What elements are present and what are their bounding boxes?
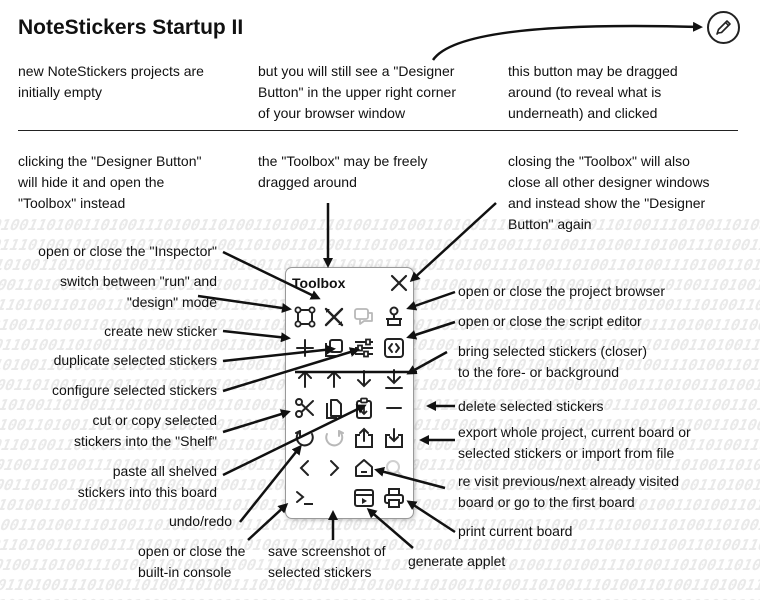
import-icon[interactable] [382,426,406,450]
label-line: to the fore- or background [458,364,620,380]
new-sticker-icon[interactable] [293,336,317,360]
note-intro-designer: but you will still see a "Designer Butto… [258,61,456,124]
label-paste: paste all shelved stickers into this boa… [78,461,217,503]
binary-pattern-row: 0110100111010011010011010011101001101001… [0,216,760,234]
label-duplicate: duplicate selected stickers [53,352,217,368]
paste-icon[interactable] [352,396,376,420]
note-line: dragged around [258,174,357,190]
designer-button[interactable] [707,11,740,44]
note-toolbox-drag: the "Toolbox" may be freely dragged arou… [258,151,427,193]
label-console: open or close the built-in console [138,541,245,583]
binary-pattern-row: 0110100111010011010011010011101001101001… [0,596,760,600]
toolbox-window[interactable]: Toolbox [285,267,414,519]
move-to-bottom-icon[interactable] [382,367,406,391]
label-line: re visit previous/next already visited [458,473,679,489]
print-icon[interactable] [382,486,406,510]
label-undo-redo: undo/redo [168,513,232,529]
move-up-icon[interactable] [293,367,317,391]
note-line: initially empty [18,84,103,100]
note-intro-drag: this button may be dragged around (to re… [508,61,678,124]
console-icon[interactable] [293,486,317,510]
binary-pattern-row: 0110100111010011010011010011101001101001… [0,236,760,254]
delete-icon[interactable] [382,396,406,420]
label-cut-copy: cut or copy selected stickers into the "… [74,410,217,452]
note-line: around (to reveal what is [508,84,662,100]
next-board-icon[interactable] [322,456,346,480]
note-line: will hide it and open the [18,174,165,190]
export-icon[interactable] [352,426,376,450]
note-line: the "Toolbox" may be freely [258,153,428,169]
label-script-editor: open or close the script editor [458,313,642,329]
note-click-designer: clicking the "Designer Button" will hide… [18,151,201,214]
label-line: paste all shelved [112,463,217,479]
label-line: cut or copy selected [92,412,217,428]
label-line: stickers into the "Shelf" [73,433,217,449]
label-line: selected stickers [268,564,372,580]
note-line: and instead show the "Designer [508,195,706,211]
label-line: stickers into this board [77,484,217,500]
label-run-design: switch between "run" and "design" mode [60,271,217,313]
label-print: print current board [458,523,573,539]
search-icon [382,456,406,480]
note-closing-toolbox: closing the "Toolbox" will also close al… [508,151,710,235]
label-bring: bring selected stickers (closer) to the … [458,341,647,383]
note-line: close all other designer windows [508,174,710,190]
close-icon[interactable] [388,272,410,294]
pencil-icon [716,20,731,35]
label-line: built-in console [138,564,232,580]
label-new-sticker: create new sticker [104,323,217,339]
label-line: selected stickers or import from file [458,445,675,461]
move-up-one-icon[interactable] [322,367,346,391]
note-line: but you will still see a "Designer [258,63,455,79]
label-export: export whole project, current board or s… [458,422,691,464]
chat-icon [352,305,376,329]
label-applet: generate applet [408,553,506,569]
cut-icon[interactable] [293,396,317,420]
copy-icon[interactable] [322,396,346,420]
note-line: Button" in the upper right corner [258,84,456,100]
note-intro-empty: new NoteStickers projects are initially … [18,61,204,103]
screenshot-icon[interactable] [322,486,346,510]
binary-pattern-row: 0110100111010011010011010011101001101001… [0,576,760,594]
note-line: Button" again [508,216,592,232]
page-title: NoteStickers Startup II [18,16,244,39]
binary-pattern-row: 0110100111010011010011010011101001101001… [0,256,760,274]
section-divider [18,130,738,131]
note-line: this button may be dragged [508,63,678,79]
note-line: of your browser window [258,105,406,121]
binary-pattern-row: 0110100111010011010011010011101001101001… [0,556,760,574]
move-down-one-icon[interactable] [352,367,376,391]
configure-icon[interactable] [352,336,376,360]
label-line: board or go to the first board [458,494,635,510]
label-line: save screenshot of [268,543,386,559]
previous-board-icon[interactable] [293,456,317,480]
label-screenshot: save screenshot of selected stickers [268,541,386,583]
applet-icon[interactable] [352,486,376,510]
label-line: export whole project, current board or [458,424,691,440]
label-line: switch between "run" and [59,273,217,289]
inspector-icon[interactable] [293,305,317,329]
label-project-browser: open or close the project browser [458,283,665,299]
run-design-icon[interactable] [322,305,346,329]
project-browser-icon[interactable] [382,305,406,329]
label-delete: delete selected stickers [458,398,604,414]
redo-icon [322,426,346,450]
note-line: "Toolbox" instead [18,195,126,211]
toolbox-title[interactable]: Toolbox [292,275,346,291]
note-line: clicking the "Designer Button" [18,153,202,169]
home-icon[interactable] [352,456,376,480]
label-line: "design" mode [126,294,217,310]
label-line: open or close the [138,543,246,559]
label-line: bring selected stickers (closer) [458,343,648,359]
note-line: new NoteStickers projects are [18,63,204,79]
undo-icon[interactable] [293,426,317,450]
script-editor-icon[interactable] [382,336,406,360]
label-revisit: re visit previous/next already visited b… [458,471,679,513]
label-configure: configure selected stickers [52,382,217,398]
note-line: underneath) and clicked [508,105,658,121]
note-line: closing the "Toolbox" will also [508,153,690,169]
label-inspector: open or close the "Inspector" [38,243,217,259]
duplicate-icon[interactable] [322,336,346,360]
